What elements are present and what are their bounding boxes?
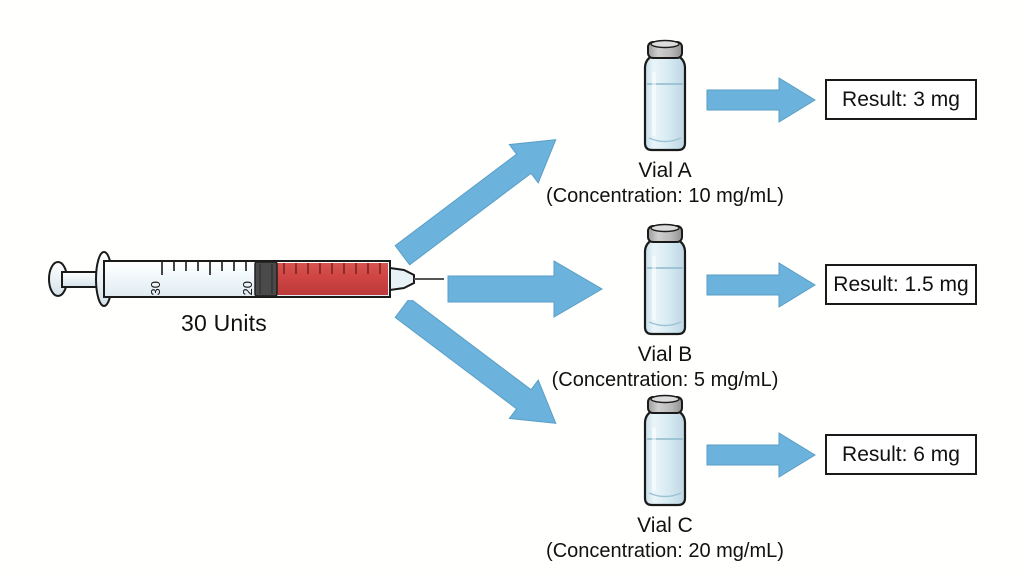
vial-a-concentration: (Concentration: 10 mg/mL) (546, 185, 784, 208)
vial-b-name: Vial B (637, 343, 693, 366)
vial-c-name: Vial C (637, 514, 693, 537)
vial-icon (643, 394, 687, 507)
vial-icon (643, 223, 687, 336)
arrow-to-vial-b (447, 260, 603, 318)
syringe-graduation-30: 30 (148, 281, 163, 295)
result-b-box: Result: 1.5 mg (825, 264, 977, 305)
result-a-label: Result: 3 mg (842, 87, 960, 111)
syringe-illustration: 30 20 (44, 248, 444, 310)
arrow-to-vial-a (394, 139, 557, 266)
arrow-vial-b-to-result (706, 262, 816, 308)
arrow-vial-c-to-result (706, 432, 816, 478)
syringe-graduation-20: 20 (240, 281, 255, 295)
vial-c-group: Vial C (Concentration: 20 mg/mL) (545, 393, 785, 563)
vial-b-concentration: (Concentration: 5 mg/mL) (551, 369, 779, 392)
result-c-box: Result: 6 mg (825, 434, 977, 475)
result-b-label: Result: 1.5 mg (833, 272, 969, 296)
vial-icon (643, 39, 687, 152)
result-a-box: Result: 3 mg (825, 79, 977, 120)
vial-b-group: Vial B (Concentration: 5 mg/mL) (545, 222, 785, 392)
syringe-dose-label: 30 Units (181, 310, 267, 336)
arrow-to-vial-c (394, 300, 557, 424)
vial-c-concentration: (Concentration: 20 mg/mL) (546, 540, 784, 563)
vial-a-group: Vial A (Concentration: 10 mg/mL) (545, 38, 785, 208)
arrow-vial-a-to-result (706, 77, 816, 123)
result-c-label: Result: 6 mg (842, 442, 960, 466)
vial-a-name: Vial A (638, 159, 692, 182)
syringe-icon: 30 20 (48, 251, 444, 307)
